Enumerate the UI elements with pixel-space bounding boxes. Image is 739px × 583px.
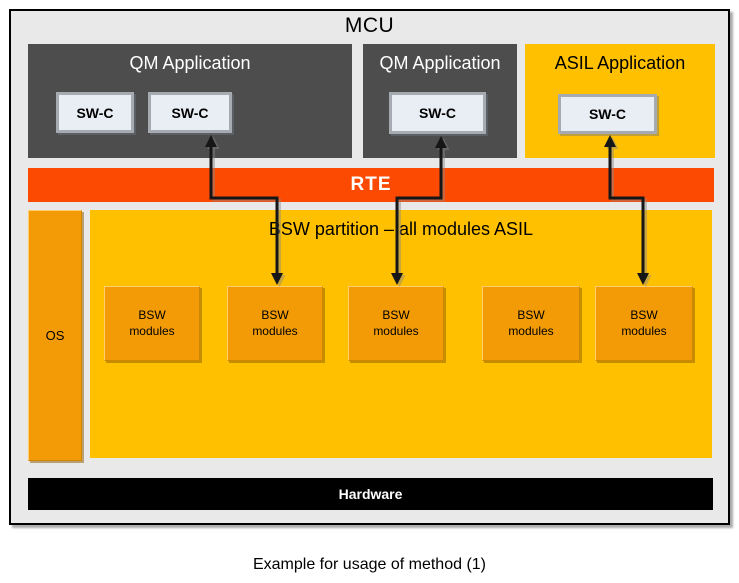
bsw-module-4: BSW modules [482,286,580,361]
mcu-box: MCU QM Application SW-C SW-C QM Applicat… [9,9,730,525]
swc-label: SW-C [76,104,114,121]
rte-label: RTE [350,174,392,195]
qm-application-1-swc-2: SW-C [148,92,232,133]
asil-application: ASIL Application SW-C [525,44,715,158]
bsw-module-3: BSW modules [348,286,444,361]
swc-label: SW-C [418,105,457,121]
mcu-title: MCU [344,14,395,37]
qm-application-2-title: QM Application [379,53,501,73]
bsw-partition: BSW partition – all modules ASIL BSW mod… [90,210,712,458]
hardware-layer: Hardware [28,478,713,510]
swc-label: SW-C [588,106,627,122]
qm-application-1-swc-1: SW-C [56,92,134,133]
asil-application-swc-1: SW-C [558,94,657,134]
qm-application-2-swc-1: SW-C [389,92,486,134]
bsw-partition-title: BSW partition – all modules ASIL [268,219,534,239]
bsw-module-1: BSW modules [104,286,200,361]
qm-application-1: QM Application SW-C SW-C [28,44,352,158]
bsw-module-2: BSW modules [227,286,323,361]
rte-layer: RTE [28,168,714,202]
swc-label: SW-C [171,104,209,121]
hardware-label: Hardware [338,486,403,502]
os-label: OS [45,328,65,343]
figure-caption: Example for usage of method (1) [252,556,486,573]
qm-application-1-title: QM Application [129,53,251,73]
asil-application-title: ASIL Application [554,53,686,73]
qm-application-2: QM Application SW-C [363,44,517,158]
bsw-module-5: BSW modules [595,286,693,361]
os-box: OS [28,210,82,461]
